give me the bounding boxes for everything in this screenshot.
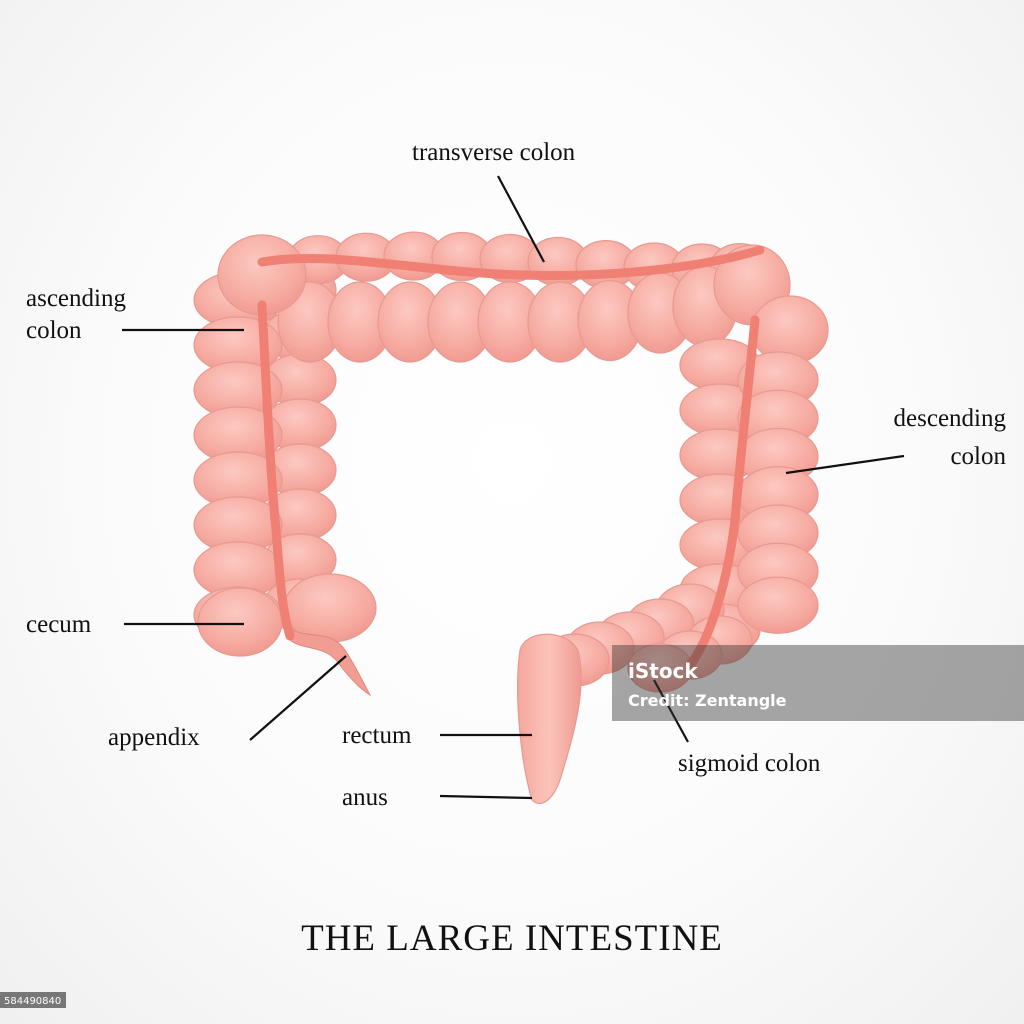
transverse-colon-label: transverse colon — [412, 139, 576, 166]
diagram-title: THE LARGE INTESTINE — [301, 918, 723, 959]
ascending-colon-label-line2: colon — [26, 317, 82, 344]
cecum-pouch — [197, 587, 283, 657]
descending-colon-label-line2: colon — [950, 443, 1006, 470]
appendix-label: appendix — [108, 724, 200, 751]
ascending-colon-label-line1: ascending — [26, 285, 126, 312]
istock-logo: iStock — [628, 659, 698, 683]
svg-text:584490840: 584490840 — [4, 996, 61, 1007]
descending-haustrum — [737, 576, 819, 634]
stock-watermark: iStock Credit: Zentangle — [612, 645, 1024, 721]
descending-band — [685, 315, 760, 670]
anus-leader — [439, 794, 533, 800]
ascending-band — [257, 300, 295, 641]
transverse-colon-leader — [497, 175, 545, 263]
descending-colon-leader — [785, 454, 905, 475]
appendix-leader — [249, 655, 347, 741]
anus-label: anus — [342, 784, 388, 811]
appendix-shape — [289, 626, 372, 697]
stock-id-badge: 584490840 — [0, 992, 66, 1008]
cecum-label: cecum — [26, 611, 92, 638]
svg-text:iStock: iStock — [628, 659, 698, 683]
rectum-label: rectum — [342, 722, 412, 749]
transverse-band — [257, 245, 765, 281]
descending-colon-label-line1: descending — [894, 405, 1007, 432]
sigmoid-colon-leader — [653, 679, 689, 743]
rectum-shape — [517, 633, 582, 804]
sigmoid-colon-label: sigmoid colon — [678, 750, 821, 777]
watermark-credit: Credit: Zentangle — [628, 691, 787, 710]
